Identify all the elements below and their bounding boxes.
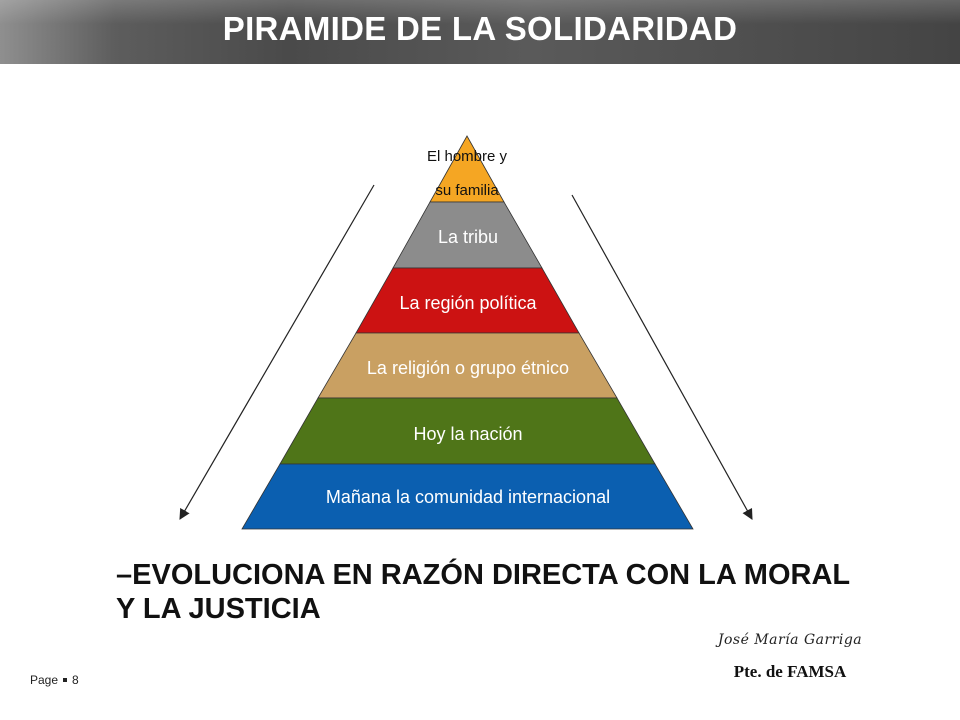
slide-title: PIRAMIDE DE LA SOLIDARIDAD [222, 10, 738, 47]
pyramid-label-nation: Hoy la nación [413, 424, 522, 444]
signature-name: José María Garriga [717, 632, 863, 648]
page-footer: Page 8 [30, 673, 79, 687]
page-label: Page [30, 673, 59, 687]
page-number: 8 [72, 673, 79, 687]
down-right-arrow-icon [571, 194, 753, 520]
bullet-separator-icon [63, 677, 68, 682]
pyramid-label-religion: La religión o grupo étnico [367, 358, 569, 378]
pyramid-label-tribe: La tribu [438, 227, 498, 247]
title-bar-gloss [0, 0, 960, 24]
pyramid-label-family-line1: El hombre y [427, 148, 508, 165]
pyramid-label-political-region: La región política [399, 293, 537, 313]
main-statement: –EVOLUCIONA EN RAZÓN DIRECTA CON LA MORA… [116, 559, 850, 625]
pyramid-level-international-community [241, 463, 694, 530]
title-bar: PIRAMIDE DE LA SOLIDARIDAD [0, 0, 960, 64]
down-left-arrow-icon [179, 184, 375, 520]
pyramid-label-international-community: Mañana la comunidad internacional [326, 487, 610, 507]
signature-role: Pte. de FAMSA [733, 662, 847, 681]
pyramid-label-family-line2: su familia [435, 182, 499, 199]
